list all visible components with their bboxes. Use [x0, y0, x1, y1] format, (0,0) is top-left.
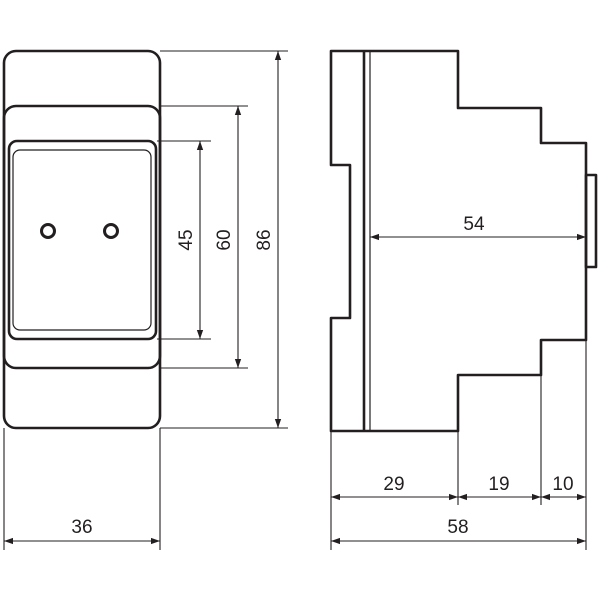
side-dimension-lines [331, 233, 586, 545]
front-extension-lines [3, 50, 288, 550]
led-indicator-right [103, 223, 119, 239]
side-din-clip [584, 173, 598, 269]
front-window-inner [12, 149, 152, 331]
dim-label-86: 86 [254, 229, 275, 250]
led-indicator-left [40, 223, 56, 239]
dim-label-58: 58 [447, 517, 468, 538]
front-middle-band [2, 104, 162, 370]
front-outer-body [2, 49, 162, 430]
side-view [329, 49, 598, 433]
front-window-frame [7, 139, 158, 341]
dim-label-29: 29 [383, 474, 404, 495]
dim-label-54: 54 [463, 214, 485, 235]
dim-label-60: 60 [214, 229, 235, 250]
side-extension-lines [330, 340, 587, 550]
front-dimension-lines [4, 51, 282, 545]
dim-label-19: 19 [488, 474, 509, 495]
front-view [2, 49, 162, 430]
dim-label-36: 36 [71, 517, 92, 538]
dim-label-10: 10 [552, 474, 573, 495]
side-body-profile [329, 49, 588, 433]
dim-label-45: 45 [176, 229, 197, 250]
